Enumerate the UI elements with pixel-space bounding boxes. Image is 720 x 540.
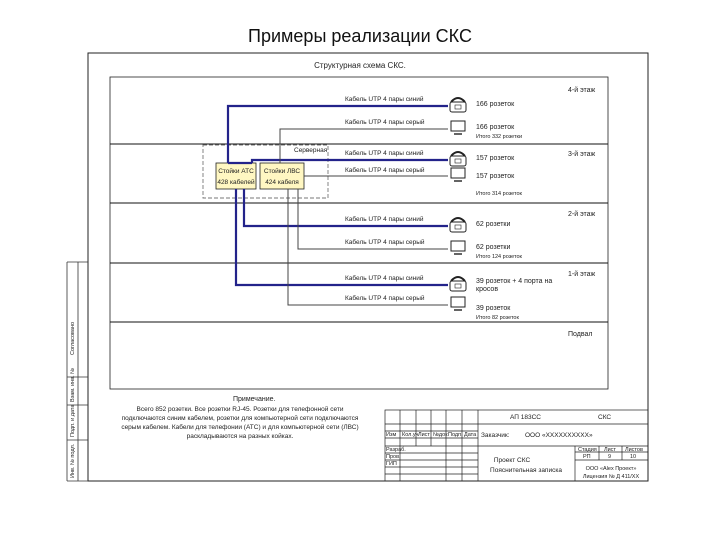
total-f1: Итого 82 розеток xyxy=(476,315,519,321)
stamp-project: Проект СКС xyxy=(494,457,531,464)
note-text-wrap: Всего 852 розетки. Все розетки RJ-45. Ро… xyxy=(121,406,359,440)
stamp-row-1: Пров. xyxy=(386,454,401,460)
rack-ats-cables: 428 кабелей xyxy=(217,178,255,186)
total-f3: Итого 314 розеток xyxy=(476,191,523,197)
stamp-customer-label: Заказчик: xyxy=(481,432,510,439)
side-label-sign: Подп. и дата xyxy=(70,404,76,437)
phone-cable-floor3 xyxy=(250,158,448,163)
total-f2: Итого 124 розеток xyxy=(476,254,523,260)
cable-label-f4-phone: Кабель UTP 4 пары синий xyxy=(345,95,424,103)
cable-label-f4-lan: Кабель UTP 4 пары серый xyxy=(345,118,425,126)
outlets-f1-phone-wrap: 39 розеток + 4 порта на кросов xyxy=(476,278,553,293)
lan-cables xyxy=(279,128,448,306)
rack-lvs-name: Стойки ЛВС xyxy=(264,167,301,175)
title-block xyxy=(384,409,649,482)
computer-icon xyxy=(450,167,466,182)
computer-icon xyxy=(450,240,466,255)
stamp-col-1: Кол.уч xyxy=(402,432,419,438)
side-label-agreed: Согласовано xyxy=(70,322,76,355)
phone-icon xyxy=(449,97,467,113)
floor-label-1: 1-й этаж xyxy=(568,270,596,278)
basement-label: Подвал xyxy=(568,331,592,338)
side-margin: Согласовано Взам. инв. № Подп. и дата Ин… xyxy=(66,261,88,482)
cable-label-f2-lan: Кабель UTP 4 пары серый xyxy=(345,238,425,246)
floor-label-2: 2-й этаж xyxy=(568,210,596,218)
lan-cable-floor1 xyxy=(287,189,448,306)
floor-separators xyxy=(110,143,608,323)
cable-label-f3-lan: Кабель UTP 4 пары серый xyxy=(345,166,425,174)
side-label-replace: Взам. инв. № xyxy=(70,368,76,402)
outlets-f3-lan: 157 розеток xyxy=(476,173,515,180)
note-text: Всего 852 розетки. Все розетки RJ-45. Ро… xyxy=(121,406,359,440)
floor-label-4: 4-й этаж xyxy=(568,86,596,94)
total-f4: Итого 332 розетки xyxy=(476,134,522,140)
side-label-inv: Инв. № подл. xyxy=(70,443,76,478)
floor-label-3: 3-й этаж xyxy=(568,150,596,158)
note-heading: Примечание. xyxy=(233,396,276,403)
stamp-col-4: Подп. xyxy=(448,432,463,438)
cable-label-f3-phone: Кабель UTP 4 пары синий xyxy=(345,149,424,157)
stamp-row-0: Разраб. xyxy=(386,447,406,453)
server-room-label: Серверная xyxy=(294,147,328,154)
scheme-box xyxy=(109,76,609,390)
stamp-sheet: 9 xyxy=(608,454,611,460)
phone-icon xyxy=(449,217,467,233)
outlets-f2-lan: 62 розетки xyxy=(476,244,510,251)
scheme-title: Структурная схема СКС. xyxy=(314,61,406,70)
rack-ats: Стойки АТС 428 кабелей xyxy=(215,162,257,190)
stamp-section: СКС xyxy=(598,414,611,421)
stamp-sheet-head: Лист xyxy=(604,447,616,453)
rack-ats-name: Стойки АТС xyxy=(218,167,254,175)
stamp-col-5: Дата xyxy=(464,432,477,438)
outlets-f4-lan: 166 розеток xyxy=(476,124,515,131)
stamp-sheets: 10 xyxy=(630,454,636,460)
cable-label-f1-phone: Кабель UTP 4 пары синий xyxy=(345,274,424,282)
lan-cable-floor2 xyxy=(297,189,448,250)
outlets-f1-lan: 39 розеток xyxy=(476,305,511,312)
phone-cable-floor4 xyxy=(226,104,448,163)
stamp-stage: РП xyxy=(583,454,591,460)
phone-cables xyxy=(226,104,448,287)
phone-cable-floor2 xyxy=(242,189,448,228)
stamp-row-2: ГИП xyxy=(386,461,397,467)
stamp-org: ООО «Аlex Проект» xyxy=(586,466,637,472)
sheet-frame xyxy=(87,52,649,482)
cable-label-f1-lan: Кабель UTP 4 пары серый xyxy=(345,294,425,302)
stamp-license: Лицензия № Д 411/ХХ xyxy=(583,474,640,480)
rack-lvs-cables: 424 кабеля xyxy=(265,178,299,186)
stamp-code: АП 183СС xyxy=(510,414,541,421)
stamp-sheets-head: Листов xyxy=(625,447,643,453)
cable-label-f2-phone: Кабель UTP 4 пары синий xyxy=(345,215,424,223)
stamp-customer: ООО «ХХХХХХХХХХ» xyxy=(525,432,593,439)
phone-icon xyxy=(449,276,467,292)
rack-lvs: Стойки ЛВС 424 кабеля xyxy=(259,162,305,190)
stamp-stage-head: Стадия xyxy=(578,447,597,453)
outlets-f2-phone: 62 розетки xyxy=(476,221,510,228)
computer-icon xyxy=(450,296,466,311)
lan-cable-floor4 xyxy=(279,128,448,163)
stamp-doc: Пояснительная записка xyxy=(490,467,562,474)
outlets-f1-phone: 39 розеток + 4 порта на кросов xyxy=(476,278,553,293)
outlets-f3-phone: 157 розеток xyxy=(476,155,515,162)
page-title: Примеры реализации СКС xyxy=(248,26,472,46)
stamp-col-0: Изм xyxy=(386,432,396,438)
phone-cable-floor1 xyxy=(234,189,448,287)
phone-icon xyxy=(449,151,467,167)
stamp-col-2: Лист xyxy=(418,432,430,438)
stamp-col-3: №док xyxy=(433,432,448,438)
computer-icon xyxy=(450,120,466,135)
server-room xyxy=(202,144,329,199)
outlets-f4-phone: 166 розеток xyxy=(476,101,515,108)
